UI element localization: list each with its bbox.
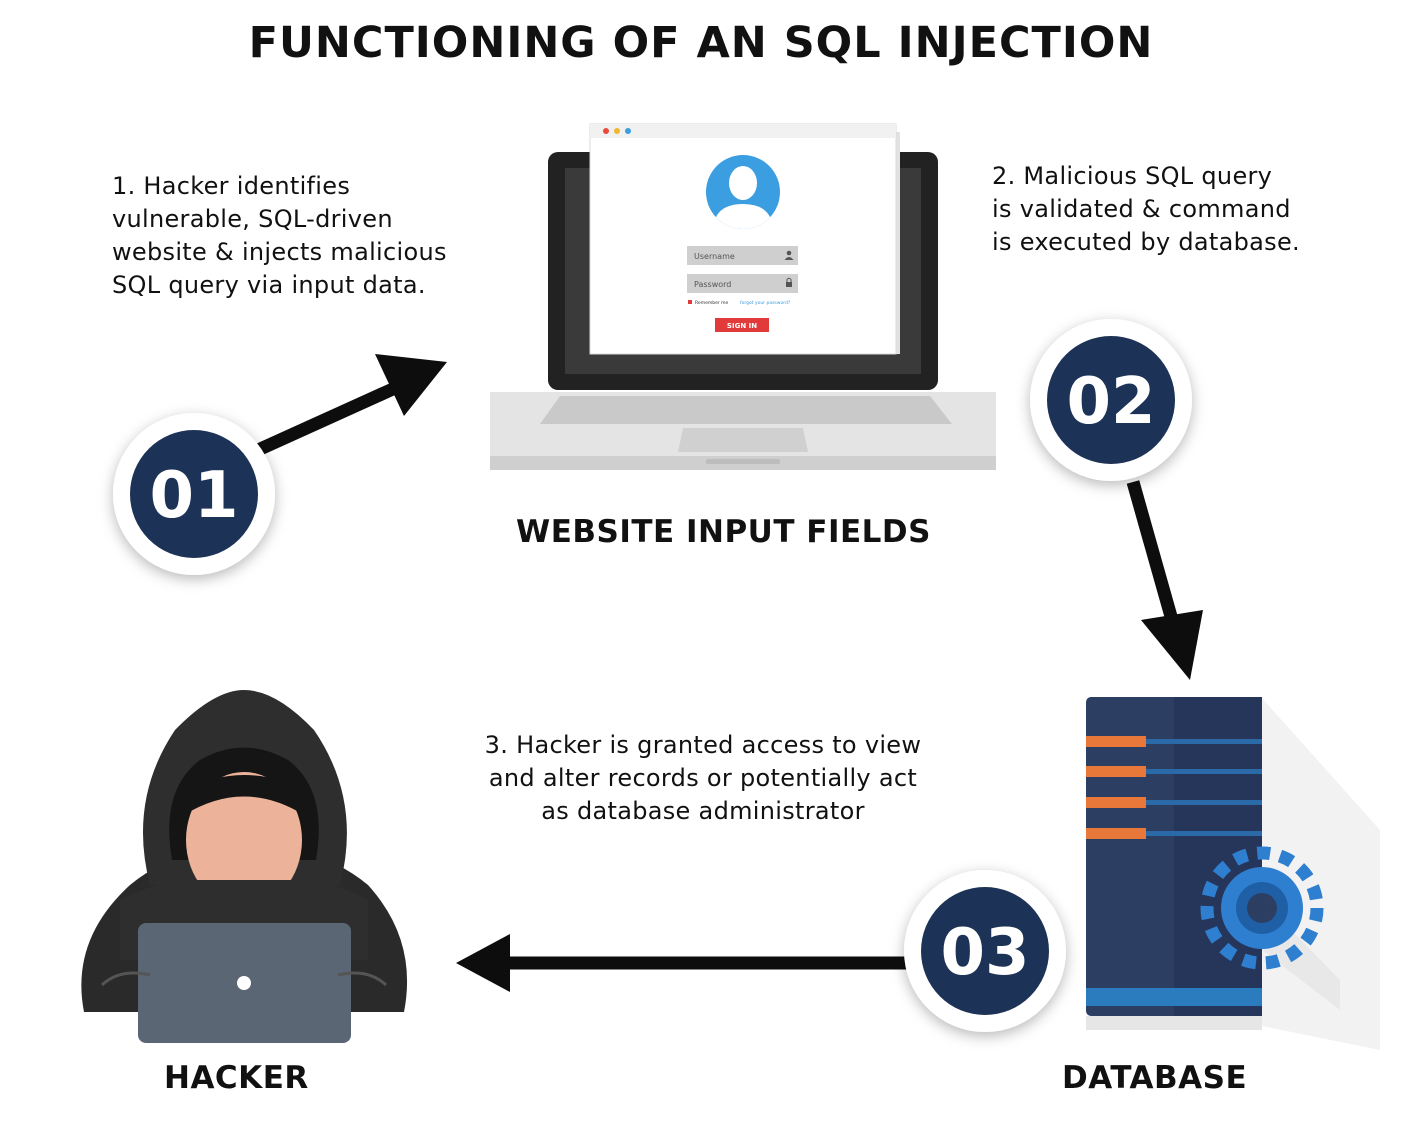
browser-window: Username Password Remember me forgot you… bbox=[589, 123, 900, 355]
remember-checkbox[interactable] bbox=[688, 300, 692, 304]
hacker-icon bbox=[81, 690, 408, 1043]
step-1-badge bbox=[113, 413, 275, 575]
step-1-caption: 1. Hacker identifies vulnerable, SQL-dri… bbox=[112, 172, 447, 299]
step-3-number: 03 bbox=[940, 916, 1029, 990]
sign-in-button[interactable] bbox=[715, 318, 769, 332]
gear-icon bbox=[1200, 846, 1340, 1010]
user-icon bbox=[784, 250, 794, 260]
window-close-dot bbox=[603, 128, 609, 134]
step-3-caption: 3. Hacker is granted access to view and … bbox=[484, 731, 922, 825]
step-2-caption: 2. Malicious SQL query is validated & co… bbox=[992, 162, 1300, 256]
website-label: WEBSITE INPUT FIELDS bbox=[516, 514, 931, 550]
user-avatar-icon bbox=[706, 155, 780, 229]
step-3-badge bbox=[904, 870, 1066, 1032]
username-placeholder: Username bbox=[694, 252, 735, 261]
forgot-password-link[interactable]: forgot your password? bbox=[740, 300, 791, 306]
password-placeholder: Password bbox=[694, 280, 731, 289]
diagram-title: FUNCTIONING OF AN SQL INJECTION bbox=[248, 18, 1154, 68]
step-2-badge bbox=[1030, 319, 1192, 481]
hacker-label: HACKER bbox=[164, 1060, 309, 1096]
arrow-step-2 bbox=[1126, 480, 1203, 680]
database-label: DATABASE bbox=[1062, 1060, 1248, 1096]
lock-icon bbox=[786, 277, 792, 287]
arrow-step-1 bbox=[255, 354, 447, 456]
arrow-step-3 bbox=[456, 934, 910, 992]
password-field[interactable] bbox=[687, 274, 798, 293]
sign-in-label: SIGN IN bbox=[727, 322, 757, 330]
window-minimize-dot bbox=[614, 128, 620, 134]
step-2-number: 02 bbox=[1066, 365, 1155, 439]
step-1-number: 01 bbox=[149, 459, 238, 533]
laptop-logo-icon bbox=[237, 976, 251, 990]
window-maximize-dot bbox=[625, 128, 631, 134]
username-field[interactable] bbox=[687, 246, 798, 265]
remember-label: Remember me bbox=[695, 300, 729, 306]
